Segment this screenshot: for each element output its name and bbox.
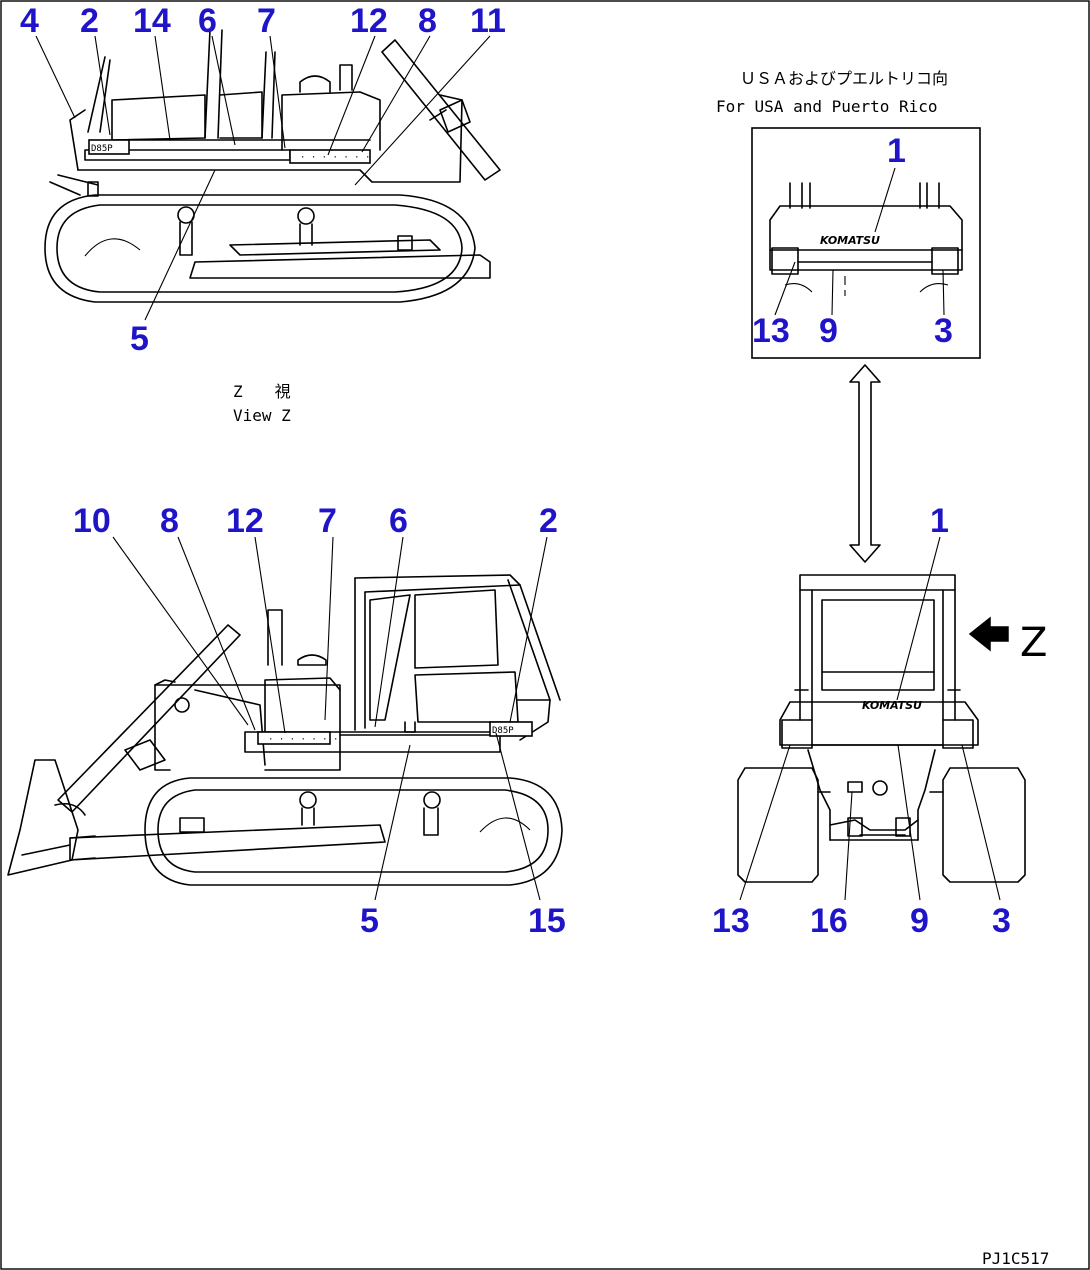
callout-16-rear: 16 xyxy=(810,902,848,940)
callout-1-rear: 1 xyxy=(930,502,949,540)
callout-12-top: 12 xyxy=(350,2,388,40)
callout-3-rear: 3 xyxy=(992,902,1011,940)
callout-2-top: 2 xyxy=(80,2,99,40)
callout-6-side: 6 xyxy=(389,502,408,540)
callout-10-side: 10 xyxy=(73,502,111,540)
callout-11-top: 11 xyxy=(470,2,506,40)
view-z-caption-en: View Z xyxy=(233,406,291,425)
usa-inset-frame xyxy=(751,127,981,359)
callout-1-inset: 1 xyxy=(887,132,906,170)
brand-logo-rear: KOMATSU xyxy=(862,699,922,712)
view-z-marker: Z xyxy=(1020,620,1047,666)
callout-2-side: 2 xyxy=(539,502,558,540)
usa-caption-en: For USA and Puerto Rico xyxy=(716,97,938,116)
view-z-side-drawing: D85P · · · · · · · xyxy=(35,29,501,321)
view-z-side-callouts: 4 2 14 6 7 12 8 11 5 xyxy=(20,2,506,358)
callout-7-side: 7 xyxy=(318,502,337,540)
callout-8-top: 8 xyxy=(418,2,437,40)
callout-12-side: 12 xyxy=(226,502,264,540)
view-direction-arrow-icon xyxy=(968,616,1009,652)
callout-6-top: 6 xyxy=(198,2,217,40)
double-arrow-icon xyxy=(849,364,881,563)
callout-15-side: 15 xyxy=(528,902,566,940)
usa-inset-drawing: KOMATSU xyxy=(769,167,963,316)
model-plate-top: D85P xyxy=(91,144,113,154)
callout-8-side: 8 xyxy=(160,502,179,540)
callout-5-side: 5 xyxy=(360,902,379,940)
engine-plate-top: · · · · · · · xyxy=(300,153,370,163)
rear-view-callouts: 1 13 16 9 3 xyxy=(712,502,1011,940)
model-plate-side: D85P xyxy=(492,726,514,736)
callout-7-top: 7 xyxy=(257,2,276,40)
side-view-callouts: 10 8 12 7 6 2 5 15 xyxy=(73,502,566,940)
brand-logo-inset: KOMATSU xyxy=(820,234,880,247)
side-view-drawing: · · · · · · · D85P xyxy=(7,536,563,901)
engine-plate-side: · · · · · · · xyxy=(268,735,338,745)
drawing-code: PJ1C517 xyxy=(982,1249,1049,1268)
callout-5-top: 5 xyxy=(130,320,149,358)
view-z-caption-jp: Z 視 xyxy=(233,382,291,401)
callout-9-inset: 9 xyxy=(819,312,838,350)
callout-14-top: 14 xyxy=(133,2,171,40)
callout-4-top: 4 xyxy=(20,2,39,40)
callout-3-inset: 3 xyxy=(934,312,953,350)
callout-13-inset: 13 xyxy=(752,312,790,350)
usa-inset-callouts: 1 13 9 3 xyxy=(752,132,953,350)
usa-caption-jp: ＵＳＡおよびプエルトリコ向 xyxy=(740,69,948,88)
rear-view-drawing: KOMATSU xyxy=(737,536,1026,901)
callout-9-rear: 9 xyxy=(910,902,929,940)
callout-13-rear: 13 xyxy=(712,902,750,940)
